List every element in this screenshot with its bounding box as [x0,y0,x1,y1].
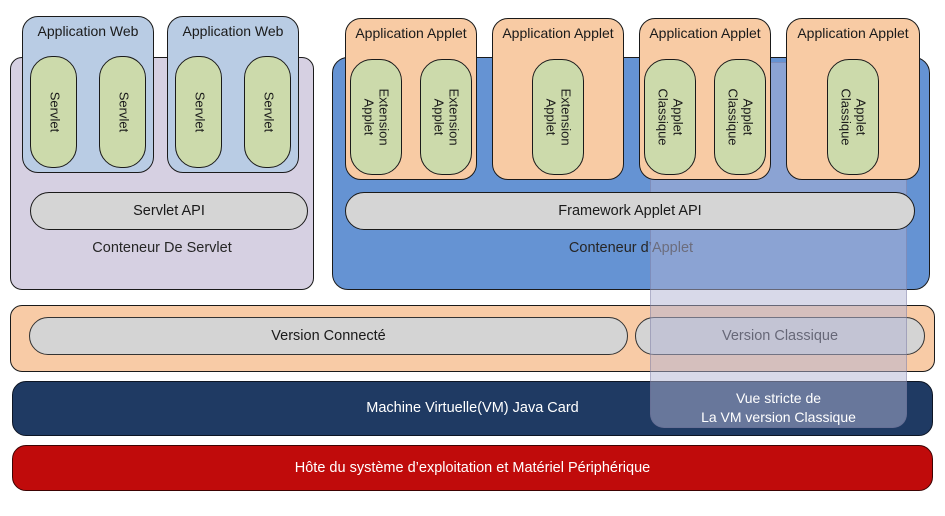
classic-applet-pill: Applet Classique [714,59,766,175]
applet-application-card-3: Application Applet Applet Classique Appl… [639,18,771,180]
applet-application-title: Application Applet [649,25,761,41]
extension-applet-label: Extension Applet [362,88,392,146]
servlet-pill: Servlet [30,56,77,168]
servlet-pill: Servlet [175,56,222,168]
servlet-api-bar: Servlet API [30,192,308,230]
classic-applet-label: Applet Classique [656,88,686,146]
classic-applet-pill: Applet Classique [827,59,879,175]
applet-pill-row: Extension Applet [493,59,623,175]
applet-application-title: Application Applet [797,25,909,41]
host-os-hardware-bar: Hôte du système d’exploitation et Matéri… [12,445,933,491]
servlet-pill: Servlet [99,56,146,168]
extension-applet-pill: Extension Applet [420,59,472,175]
applet-application-card-1: Application Applet Extension Applet Exte… [345,18,477,180]
version-connected-pill: Version Connecté [29,317,628,355]
extension-applet-label: Extension Applet [544,88,574,146]
web-application-title: Application Web [37,23,139,39]
classic-applet-label: Applet Classique [726,88,756,146]
classic-applet-pill: Applet Classique [644,59,696,175]
extension-applet-pill: Extension Applet [532,59,584,175]
applet-application-card-4: Application Applet Applet Classique [786,18,920,180]
servlet-pill: Servlet [244,56,291,168]
servlet-pill-label: Servlet [260,91,276,133]
applet-application-card-2: Application Applet Extension Applet [492,18,624,180]
web-application-card-2: Application Web Servlet Servlet [167,16,299,173]
extension-applet-label: Extension Applet [432,88,462,146]
servlet-pill-label: Servlet [191,91,207,133]
extension-applet-pill: Extension Applet [350,59,402,175]
web-application-card-1: Application Web Servlet Servlet [22,16,154,173]
web-application-title: Application Web [182,23,284,39]
servlet-container-label: Conteneur De Servlet [92,240,232,256]
servlet-pill-label: Servlet [115,91,131,133]
applet-application-title: Application Applet [355,25,467,41]
servlet-pill-label: Servlet [46,91,62,133]
applet-application-title: Application Applet [502,25,614,41]
applet-pill-row: Applet Classique [787,59,919,175]
applet-pill-row: Extension Applet Extension Applet [346,59,476,175]
applet-pill-row: Applet Classique Applet Classique [640,59,770,175]
framework-applet-api-bar: Framework Applet API [345,192,915,230]
classic-applet-label: Applet Classique [839,88,869,146]
strict-view-caption: Vue stricte de La VM version Classique [701,390,856,425]
servlet-pill-row: Servlet Servlet [23,56,153,168]
servlet-pill-row: Servlet Servlet [168,56,298,168]
